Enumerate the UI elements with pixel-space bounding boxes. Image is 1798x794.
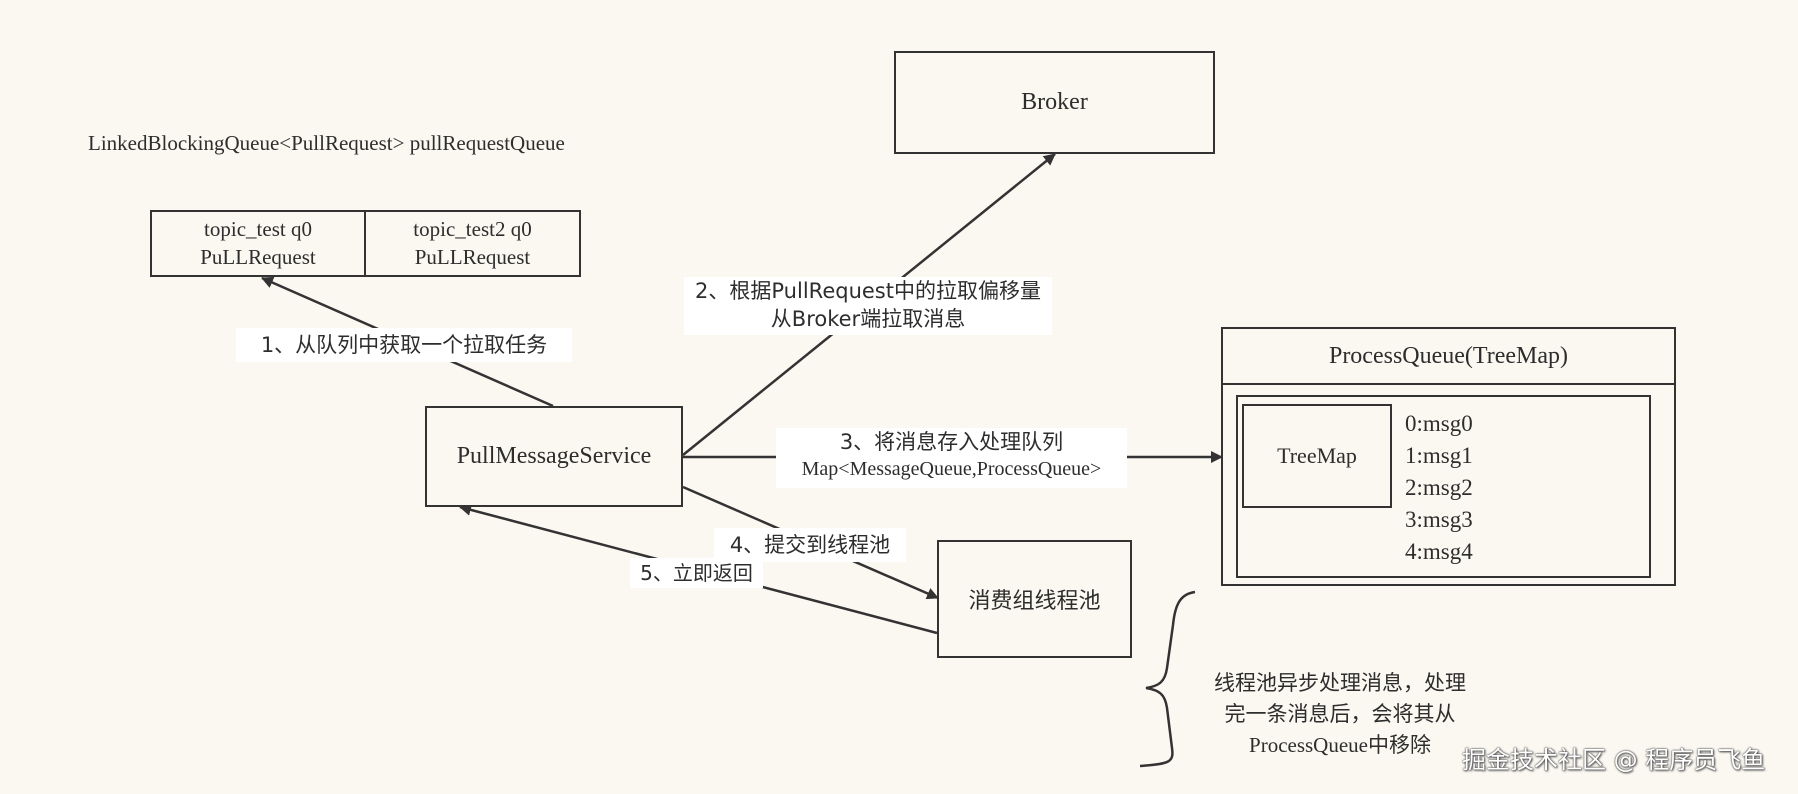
treemap-node: TreeMap (1242, 404, 1392, 508)
edge-label-step1: 1、从队列中获取一个拉取任务 (236, 328, 572, 362)
edge-label-step4: 4、提交到线程池 (714, 528, 906, 562)
note-text: 线程池异步处理消息，处理 完一条消息后，会将其从 ProcessQueue中移除 (1180, 668, 1500, 761)
edge-label-step2: 2、根据PullRequest中的拉取偏移量 从Broker端拉取消息 (684, 277, 1052, 335)
message-item: 4:msg4 (1405, 539, 1473, 564)
pull-message-service-node: PullMessageService (425, 406, 683, 507)
edge-label-step3-line2: Map<MessageQueue,ProcessQueue> (801, 458, 1102, 481)
queue-cell-1-line2: PuLLRequest (200, 244, 316, 269)
edge-label-step2-line1: 2、根据PullRequest中的拉取偏移量 (695, 279, 1041, 303)
broker-node: Broker (894, 51, 1215, 154)
message-item: 3:msg3 (1405, 507, 1473, 532)
curly-brace (1139, 590, 1196, 768)
queue-cell-2-line1: topic_test2 q0 (413, 217, 532, 242)
message-list: 0:msg0 1:msg1 2:msg2 3:msg3 4:msg4 (1405, 408, 1473, 568)
queue-cell-1-line1: topic_test q0 (204, 217, 312, 242)
edge-label-step3: 3、将消息存入处理队列 Map<MessageQueue,ProcessQueu… (776, 428, 1127, 488)
watermark: 掘金技术社区 @ 程序员飞鱼 (1462, 746, 1766, 774)
queue-cell-2: topic_test2 q0 PuLLRequest (364, 210, 581, 277)
message-item: 2:msg2 (1405, 475, 1473, 500)
edge-label-step5: 5、立即返回 (630, 558, 763, 588)
edge-label-step3-line1: 3、将消息存入处理队列 (839, 430, 1064, 454)
edge-label-step2-line2: 从Broker端拉取消息 (770, 307, 966, 332)
thread-pool-node: 消费组线程池 (937, 540, 1132, 658)
process-queue-title: ProcessQueue(TreeMap) (1223, 329, 1674, 385)
note-line2: 完一条消息后，会将其从 (1224, 702, 1456, 726)
queue-cell-1: topic_test q0 PuLLRequest (150, 210, 366, 277)
note-line1: 线程池异步处理消息，处理 (1214, 671, 1466, 695)
queue-title: LinkedBlockingQueue<PullRequest> pullReq… (88, 131, 565, 155)
queue-cell-2-line2: PuLLRequest (414, 244, 531, 269)
message-item: 1:msg1 (1405, 443, 1473, 468)
note-line3: ProcessQueue中移除 (1249, 733, 1431, 757)
message-item: 0:msg0 (1405, 411, 1473, 436)
